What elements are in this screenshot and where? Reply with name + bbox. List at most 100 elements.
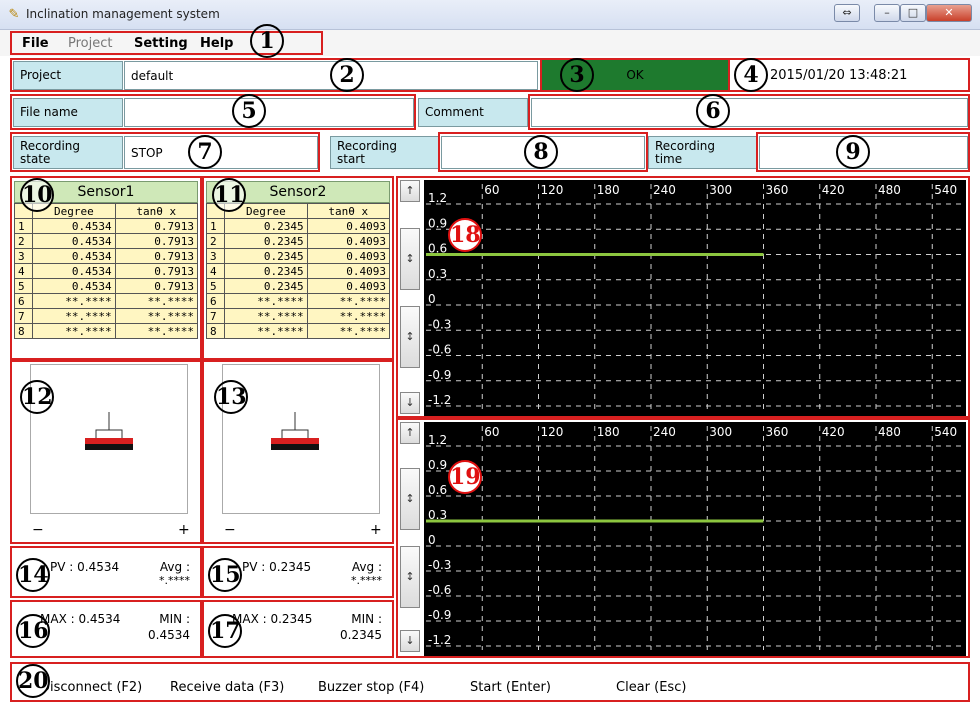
callout-box-9 [756, 132, 970, 172]
sensor2-title: Sensor2 [206, 181, 390, 203]
callout-6: 6 [696, 94, 730, 128]
callout-16: 16 [16, 614, 50, 648]
sensor1-pv: PV : 0.4534 [50, 560, 120, 574]
graph1-y-tick: 1.2 [428, 191, 447, 205]
menu-bar [0, 30, 980, 56]
graph2-x-tick: 120 [541, 425, 564, 439]
callout-box-20 [10, 662, 970, 702]
graph1-x-tick: 420 [822, 183, 845, 197]
start-button[interactable]: Start (Enter) [470, 680, 551, 695]
graph1-x-tick: 360 [766, 183, 789, 197]
callout-box-14 [10, 546, 202, 598]
callout-box-10 [10, 176, 202, 360]
graph1-y-tick: -0.6 [428, 343, 451, 357]
table-row: 6**.******.**** [13, 293, 199, 309]
callout-18: 18 [448, 218, 482, 252]
graph2-scroll-down-button[interactable]: ↓ [400, 630, 420, 652]
menu-project[interactable]: Project [68, 36, 113, 51]
callout-3: 3 [560, 58, 594, 92]
project-field[interactable]: default [124, 61, 538, 90]
clear-button[interactable]: Clear (Esc) [616, 680, 687, 695]
restore-icon[interactable]: ⇔ [834, 4, 860, 22]
callout-box-12 [10, 360, 202, 544]
callout-box-18 [396, 176, 970, 418]
maximize-button[interactable]: □ [900, 4, 926, 22]
callout-9: 9 [836, 135, 870, 169]
graph1-scroll-down-button[interactable]: ↓ [400, 392, 420, 414]
graph1-zoom-out-button[interactable]: ↕ [400, 306, 420, 368]
sensor2-min-label: MIN : [351, 612, 382, 626]
graph1-y-tick: -1.2 [428, 393, 451, 407]
callout-1: 1 [250, 24, 284, 58]
table-row: 7**.******.**** [13, 308, 199, 324]
callout-7: 7 [188, 135, 222, 169]
graph2-y-tick: -0.6 [428, 583, 451, 597]
graph2-y-tick: -0.3 [428, 558, 451, 572]
menu-help[interactable]: Help [200, 36, 234, 51]
graph2-zoom-in-button[interactable]: ↕ [400, 468, 420, 530]
sensor2-header-tan: tanθ x [306, 203, 391, 219]
sensor1-plus-label: + [178, 522, 190, 538]
callout-box-17 [202, 600, 394, 658]
sensor2-header-degree: Degree [224, 203, 308, 219]
recording-time-label: Recording time [648, 136, 758, 169]
menu-file[interactable]: File [22, 36, 49, 51]
sensor2-minus-label: − [224, 522, 236, 538]
graph2-x-tick: 540 [934, 425, 957, 439]
graph1-x-tick: 240 [653, 183, 676, 197]
recording-state-label: Recording state [13, 136, 123, 169]
sensor2-level-icon [270, 408, 320, 458]
callout-4: 4 [734, 58, 768, 92]
callout-19: 19 [448, 460, 482, 494]
graph1-x-tick: 540 [934, 183, 957, 197]
callout-box-16 [10, 600, 202, 658]
callout-box-5 [10, 94, 416, 130]
minimize-button[interactable]: – [874, 4, 900, 22]
graph2-zoom-out-button[interactable]: ↕ [400, 546, 420, 608]
table-row: 6**.******.**** [205, 293, 391, 309]
graph1-zoom-in-button[interactable]: ↕ [400, 228, 420, 290]
sensor1-avg-label: Avg : [159, 560, 190, 574]
graph1-scroll-up-button[interactable]: ↑ [400, 180, 420, 202]
receive-data-button[interactable]: Receive data (F3) [170, 680, 285, 695]
callout-box-8 [438, 132, 648, 172]
graph2-x-tick: 180 [597, 425, 620, 439]
graph1-x-tick: 60 [484, 183, 499, 197]
filename-field[interactable] [124, 98, 414, 127]
graph2-x-tick: 360 [766, 425, 789, 439]
callout-15: 15 [208, 558, 242, 592]
callout-box-11 [202, 176, 394, 360]
graph1-x-tick: 300 [709, 183, 732, 197]
menu-setting[interactable]: Setting [134, 36, 188, 51]
comment-field[interactable] [531, 98, 968, 127]
title-bar [0, 0, 980, 30]
close-button[interactable]: ✕ [926, 4, 972, 22]
graph2-scroll-up-button[interactable]: ↑ [400, 422, 420, 444]
graph2-x-tick: 240 [653, 425, 676, 439]
recording-start-label: Recording start [330, 136, 440, 169]
disconnect-button[interactable]: Disconnect (F2) [40, 680, 143, 695]
graph2-y-tick: 0.3 [428, 508, 447, 522]
graph1-y-tick: 0.9 [428, 216, 447, 230]
callout-20: 20 [16, 664, 50, 698]
callout-box-19 [396, 418, 970, 658]
sensor2-avg-value: *.**** [351, 574, 382, 587]
sensor1-min-label: MIN : [159, 612, 190, 626]
buzzer-stop-button[interactable]: Buzzer stop (F4) [318, 680, 425, 695]
graph2-x-tick: 300 [709, 425, 732, 439]
graph2-y-tick: 0.9 [428, 458, 447, 472]
sensor2-max: MAX : 0.2345 [232, 612, 313, 626]
sensor1-header-degree: Degree [32, 203, 116, 219]
app-icon: ✎ [8, 7, 20, 22]
